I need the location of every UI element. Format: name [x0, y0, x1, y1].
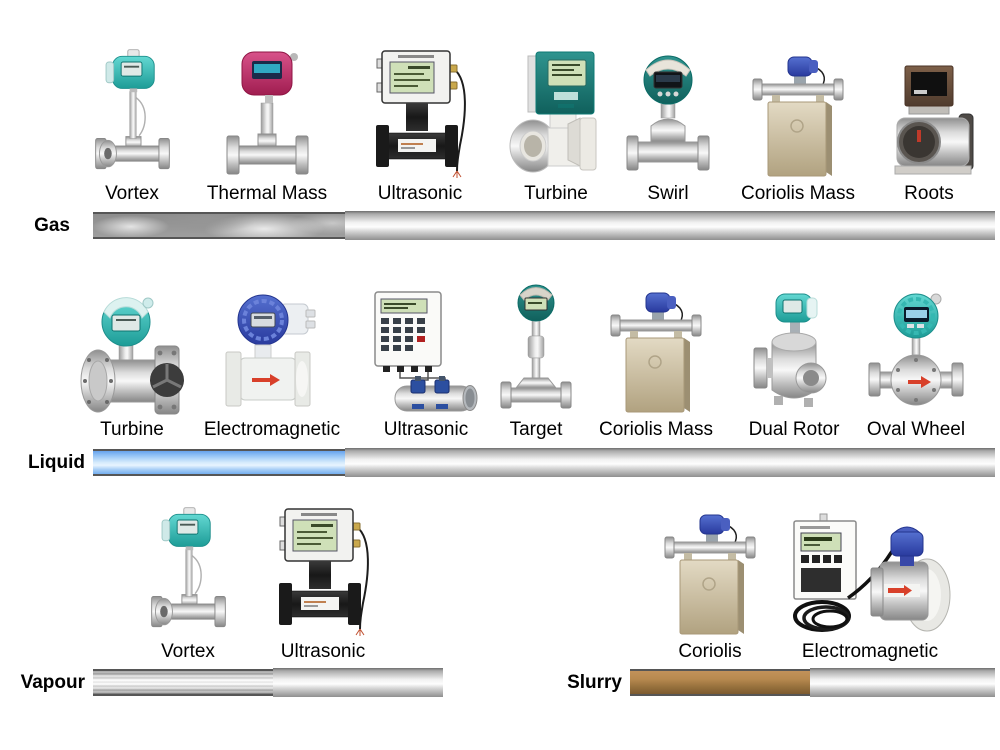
product-card: Coriolis Mass — [723, 40, 873, 205]
product-card: Ultrasonic — [248, 502, 398, 663]
product-label: Electromagnetic — [203, 419, 341, 440]
product-card: Turbine — [481, 40, 631, 205]
product-card: Ultrasonic — [345, 40, 495, 205]
liquid-silver-segment — [345, 448, 995, 477]
product-label: Vortex — [105, 183, 159, 204]
roots-meter-image — [854, 40, 1000, 180]
slurry-silver-segment — [810, 668, 995, 697]
product-label: Coriolis — [678, 641, 742, 662]
product-card: Swirl — [593, 40, 743, 205]
slurry-media-segment — [630, 669, 810, 696]
media-label-vapour: Vapour — [20, 672, 85, 693]
coriolis-meter-icon — [660, 512, 760, 638]
coriolis-meter-image — [581, 278, 731, 416]
ultrasonic-meter-image — [248, 502, 398, 638]
product-label: Target — [509, 419, 563, 440]
product-card: Oval Wheel — [841, 278, 991, 441]
product-label: Thermal Mass — [206, 183, 328, 204]
electromagnetic-meter-image — [197, 278, 347, 416]
electromagnetic-meter-icon — [220, 290, 325, 416]
product-card: Electromagnetic — [787, 502, 953, 663]
vortex-meter-icon — [146, 503, 231, 638]
product-card: Target — [461, 278, 611, 441]
swirl-meter-icon — [623, 50, 713, 180]
liquid-pipe-bar — [93, 448, 995, 477]
product-label: Dual Rotor — [748, 419, 840, 440]
product-label: Ultrasonic — [377, 183, 463, 204]
product-label: Turbine — [524, 183, 588, 204]
media-label-liquid: Liquid — [28, 452, 85, 473]
vapour-media-segment — [93, 669, 273, 696]
ultrasonic-meter-image — [345, 40, 495, 180]
vortex-meter-image — [57, 40, 207, 180]
coriolis-meter-icon — [606, 290, 706, 416]
product-label: Coriolis Mass — [740, 183, 856, 204]
ultrasonic-meter-icon — [271, 503, 376, 638]
vortex-meter-icon — [90, 45, 175, 180]
coriolis-meter-icon — [748, 54, 848, 180]
turbine-meter-icon — [506, 48, 606, 180]
coriolis-meter-image — [723, 40, 873, 180]
media-label-gas: Gas — [34, 215, 70, 236]
turbine-meter-icon — [75, 290, 190, 416]
oval-wheel-meter-icon — [861, 290, 971, 416]
gas-media-segment — [93, 212, 345, 239]
product-card: Thermal Mass — [192, 40, 342, 205]
product-card: Vortex — [113, 502, 263, 663]
coriolis-meter-image — [635, 502, 785, 638]
product-card: Vortex — [57, 40, 207, 205]
vapour-pipe-bar — [93, 668, 443, 697]
slurry-pipe-bar — [630, 668, 995, 697]
product-card: Ultrasonic — [351, 278, 501, 441]
ultrasonic-meter-icon — [368, 45, 473, 180]
thermal-mass-meter-image — [192, 40, 342, 180]
product-label: Swirl — [647, 183, 689, 204]
electromagnetic-meter-icon — [788, 512, 953, 638]
product-card: Dual Rotor — [719, 278, 869, 441]
product-label: Ultrasonic — [383, 419, 469, 440]
product-card: Roots — [854, 40, 1000, 205]
thermal-mass-meter-icon — [225, 48, 310, 180]
product-card: Turbine — [57, 278, 207, 441]
product-label: Turbine — [100, 419, 164, 440]
liquid-media-segment — [93, 449, 345, 476]
product-card: Electromagnetic — [197, 278, 347, 441]
product-card: Coriolis Mass — [581, 278, 731, 441]
turbine-meter-image — [57, 278, 207, 416]
roots-meter-icon — [879, 62, 979, 180]
swirl-meter-image — [593, 40, 743, 180]
target-meter-icon — [496, 282, 576, 416]
product-label: Vortex — [161, 641, 215, 662]
vapour-silver-segment — [273, 668, 443, 697]
product-label: Roots — [904, 183, 954, 204]
product-card: Coriolis — [635, 502, 785, 663]
gas-pipe-bar — [93, 211, 995, 240]
media-label-slurry: Slurry — [567, 672, 622, 693]
product-label: Coriolis Mass — [598, 419, 714, 440]
dual-rotor-meter-icon — [744, 290, 844, 416]
gas-silver-segment — [345, 211, 995, 240]
vortex-meter-image — [113, 502, 263, 638]
product-label: Electromagnetic — [801, 641, 939, 662]
electromagnetic-meter-image — [787, 502, 953, 638]
oval-wheel-meter-image — [841, 278, 991, 416]
product-label: Oval Wheel — [866, 419, 966, 440]
product-label: Ultrasonic — [280, 641, 366, 662]
